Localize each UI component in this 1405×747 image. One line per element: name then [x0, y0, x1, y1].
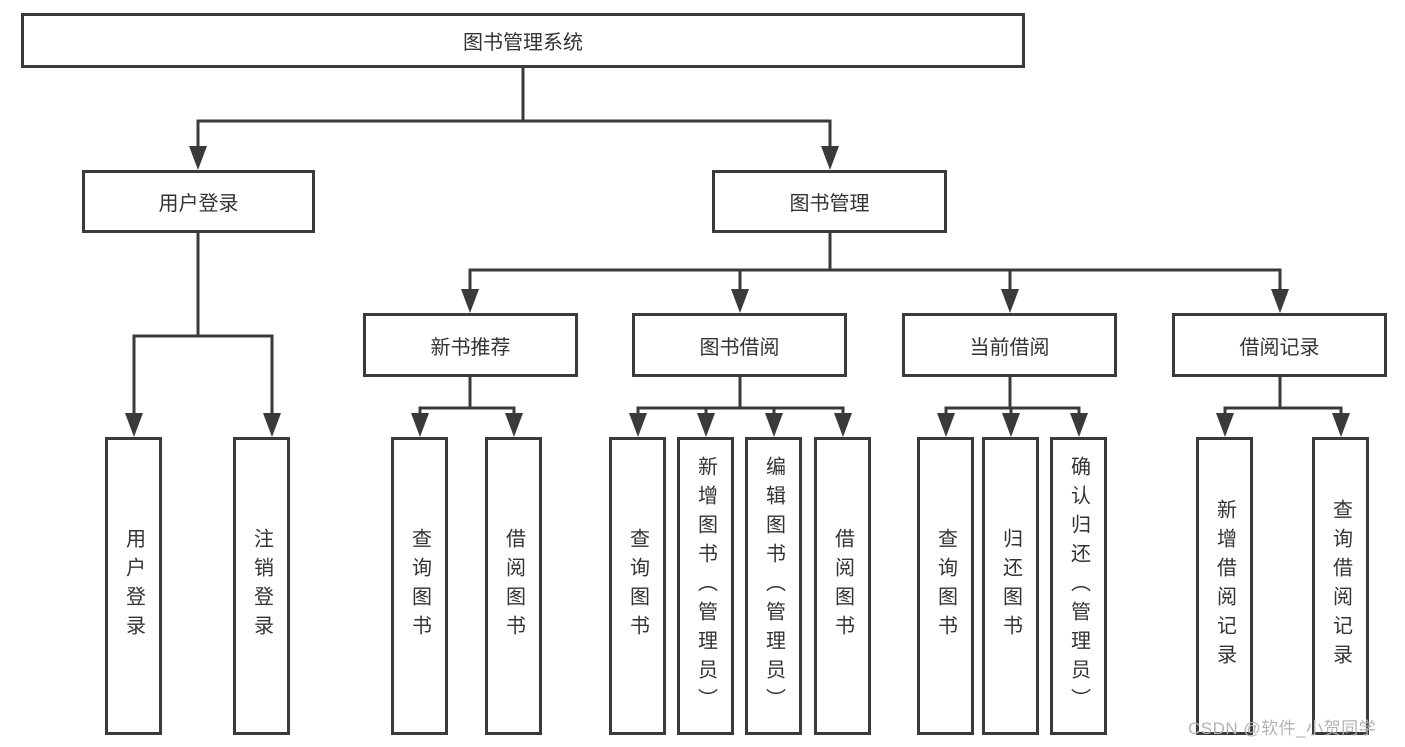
node-current-borrow: 当前借阅 — [902, 313, 1117, 377]
leaf-add-borrow-record-label: 新增借阅记录 — [1213, 499, 1236, 673]
leaf-query-borrow-record: 查询借阅记录 — [1312, 437, 1369, 735]
connector-recommend-children — [411, 377, 523, 437]
leaf-query-book-current: 查询图书 — [917, 437, 974, 735]
node-current-borrow-label: 当前借阅 — [969, 336, 1050, 359]
leaf-confirm-return-admin-label: 确认归还（管理员） — [1067, 455, 1090, 717]
leaf-borrow-book-recommend: 借阅图书 — [485, 437, 542, 735]
leaf-edit-book-admin-label: 编辑图书（管理员） — [762, 455, 785, 717]
leaf-borrow-book-borrow: 借阅图书 — [814, 437, 871, 735]
leaf-borrow-book-borrow-label: 借阅图书 — [831, 528, 854, 644]
leaf-edit-book-admin: 编辑图书（管理员） — [745, 437, 802, 735]
leaf-add-borrow-record: 新增借阅记录 — [1196, 437, 1253, 735]
node-root-label: 图书管理系统 — [463, 32, 583, 54]
leaf-return-book: 归还图书 — [982, 437, 1039, 735]
leaf-user-login: 用户登录 — [105, 437, 162, 735]
leaf-query-book-borrow-label: 查询图书 — [626, 528, 649, 644]
leaf-query-book-recommend-label: 查询图书 — [408, 528, 431, 644]
connector-user-login-children — [125, 233, 281, 437]
node-root: 图书管理系统 — [21, 13, 1025, 68]
leaf-query-book-borrow: 查询图书 — [609, 437, 666, 735]
leaf-borrow-book-recommend-label: 借阅图书 — [502, 528, 525, 644]
leaf-logout: 注销登录 — [233, 437, 290, 735]
connector-current-borrow-children — [937, 377, 1088, 437]
node-new-book-recommend: 新书推荐 — [363, 313, 578, 377]
leaf-add-book-admin-label: 新增图书（管理员） — [694, 455, 717, 717]
leaf-return-book-label: 归还图书 — [999, 528, 1022, 644]
node-borrow-records: 借阅记录 — [1172, 313, 1387, 377]
leaf-add-book-admin: 新增图书（管理员） — [677, 437, 734, 735]
leaf-query-borrow-record-label: 查询借阅记录 — [1329, 499, 1352, 673]
node-book-borrow-label: 图书借阅 — [699, 336, 780, 359]
leaf-query-book-recommend: 查询图书 — [391, 437, 448, 735]
node-new-book-recommend-label: 新书推荐 — [430, 336, 511, 359]
connector-book-manage-children — [461, 233, 1289, 313]
node-book-manage-label: 图书管理 — [789, 193, 870, 215]
connector-root-to-level2 — [189, 68, 839, 170]
leaf-user-login-label: 用户登录 — [122, 528, 145, 644]
node-user-login: 用户登录 — [82, 170, 315, 233]
leaf-query-book-current-label: 查询图书 — [934, 528, 957, 644]
node-user-login-label: 用户登录 — [158, 193, 239, 215]
connector-borrow-records-children — [1216, 377, 1350, 437]
leaf-logout-label: 注销登录 — [250, 528, 273, 644]
node-book-borrow: 图书借阅 — [632, 313, 847, 377]
node-borrow-records-label: 借阅记录 — [1239, 336, 1320, 359]
leaf-confirm-return-admin: 确认归还（管理员） — [1050, 437, 1107, 735]
csdn-watermark: CSDN @软件_小贺同学 — [1188, 719, 1377, 738]
node-book-manage: 图书管理 — [712, 170, 947, 233]
connector-book-borrow-children — [629, 377, 852, 437]
